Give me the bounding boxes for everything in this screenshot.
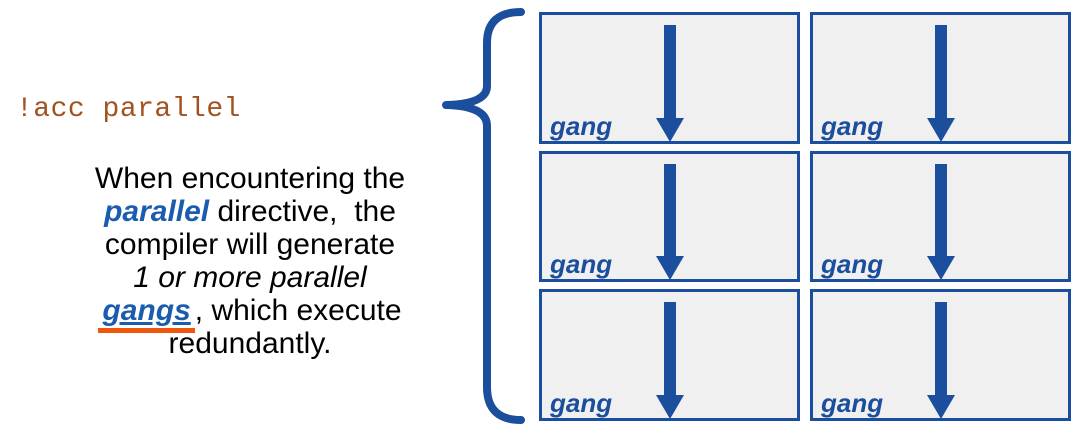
down-arrow-icon	[655, 25, 684, 142]
gang-label: gang	[821, 388, 884, 418]
arrow-head	[655, 256, 684, 281]
description-line-6: redundantly.	[46, 327, 454, 360]
arrow-shaft	[663, 302, 676, 398]
gang-box: gang	[810, 12, 1071, 144]
acc-parallel-directive-label: !acc parallel	[16, 94, 241, 125]
gang-box: gang	[810, 150, 1071, 283]
description-line-5-text: , which execute	[194, 294, 402, 327]
arrow-head	[926, 117, 955, 142]
description-line-4-text: 1 or more parallel	[133, 261, 367, 294]
description-line-4: 1 or more parallel	[46, 261, 454, 294]
arrow-head	[655, 395, 684, 419]
down-arrow-icon	[926, 25, 955, 142]
gangs-emphasis-word: gangs	[98, 294, 195, 333]
parallel-emphasis-word: parallel	[104, 195, 210, 228]
arrow-head	[655, 117, 684, 142]
down-arrow-icon	[926, 163, 955, 281]
description-line-2: parallel directive, the	[46, 195, 454, 228]
description-text: When encountering the parallel directive…	[46, 162, 454, 360]
down-arrow-icon	[926, 302, 955, 419]
gang-box: gang	[810, 289, 1071, 421]
arrow-shaft	[934, 25, 947, 121]
description-line-5: gangs, which execute	[46, 294, 454, 333]
gang-label: gang	[550, 110, 613, 141]
arrow-head	[926, 395, 955, 419]
gang-grid: gang gang gang gang	[539, 12, 1071, 421]
gang-label: gang	[550, 388, 613, 418]
down-arrow-icon	[655, 163, 684, 281]
description-line-3-text: compiler will generate	[104, 228, 396, 261]
down-arrow-icon	[655, 302, 684, 419]
description-line-6-text: redundantly.	[168, 327, 332, 360]
curly-brace-icon	[442, 8, 525, 424]
arrow-shaft	[663, 163, 676, 260]
arrow-head	[926, 256, 955, 281]
gang-label: gang	[821, 110, 884, 141]
gang-box: gang	[539, 150, 800, 283]
arrow-shaft	[663, 25, 676, 121]
description-line-1: When encountering the	[46, 162, 454, 195]
description-line-1-text: When encountering the	[94, 162, 406, 195]
description-line-3: compiler will generate	[46, 228, 454, 261]
arrow-shaft	[934, 302, 947, 398]
arrow-shaft	[934, 163, 947, 260]
gang-label: gang	[821, 249, 884, 280]
gang-box: gang	[539, 289, 800, 421]
gang-label: gang	[550, 249, 613, 280]
gang-box: gang	[539, 12, 800, 144]
description-line-2-text: directive, the	[209, 195, 396, 228]
